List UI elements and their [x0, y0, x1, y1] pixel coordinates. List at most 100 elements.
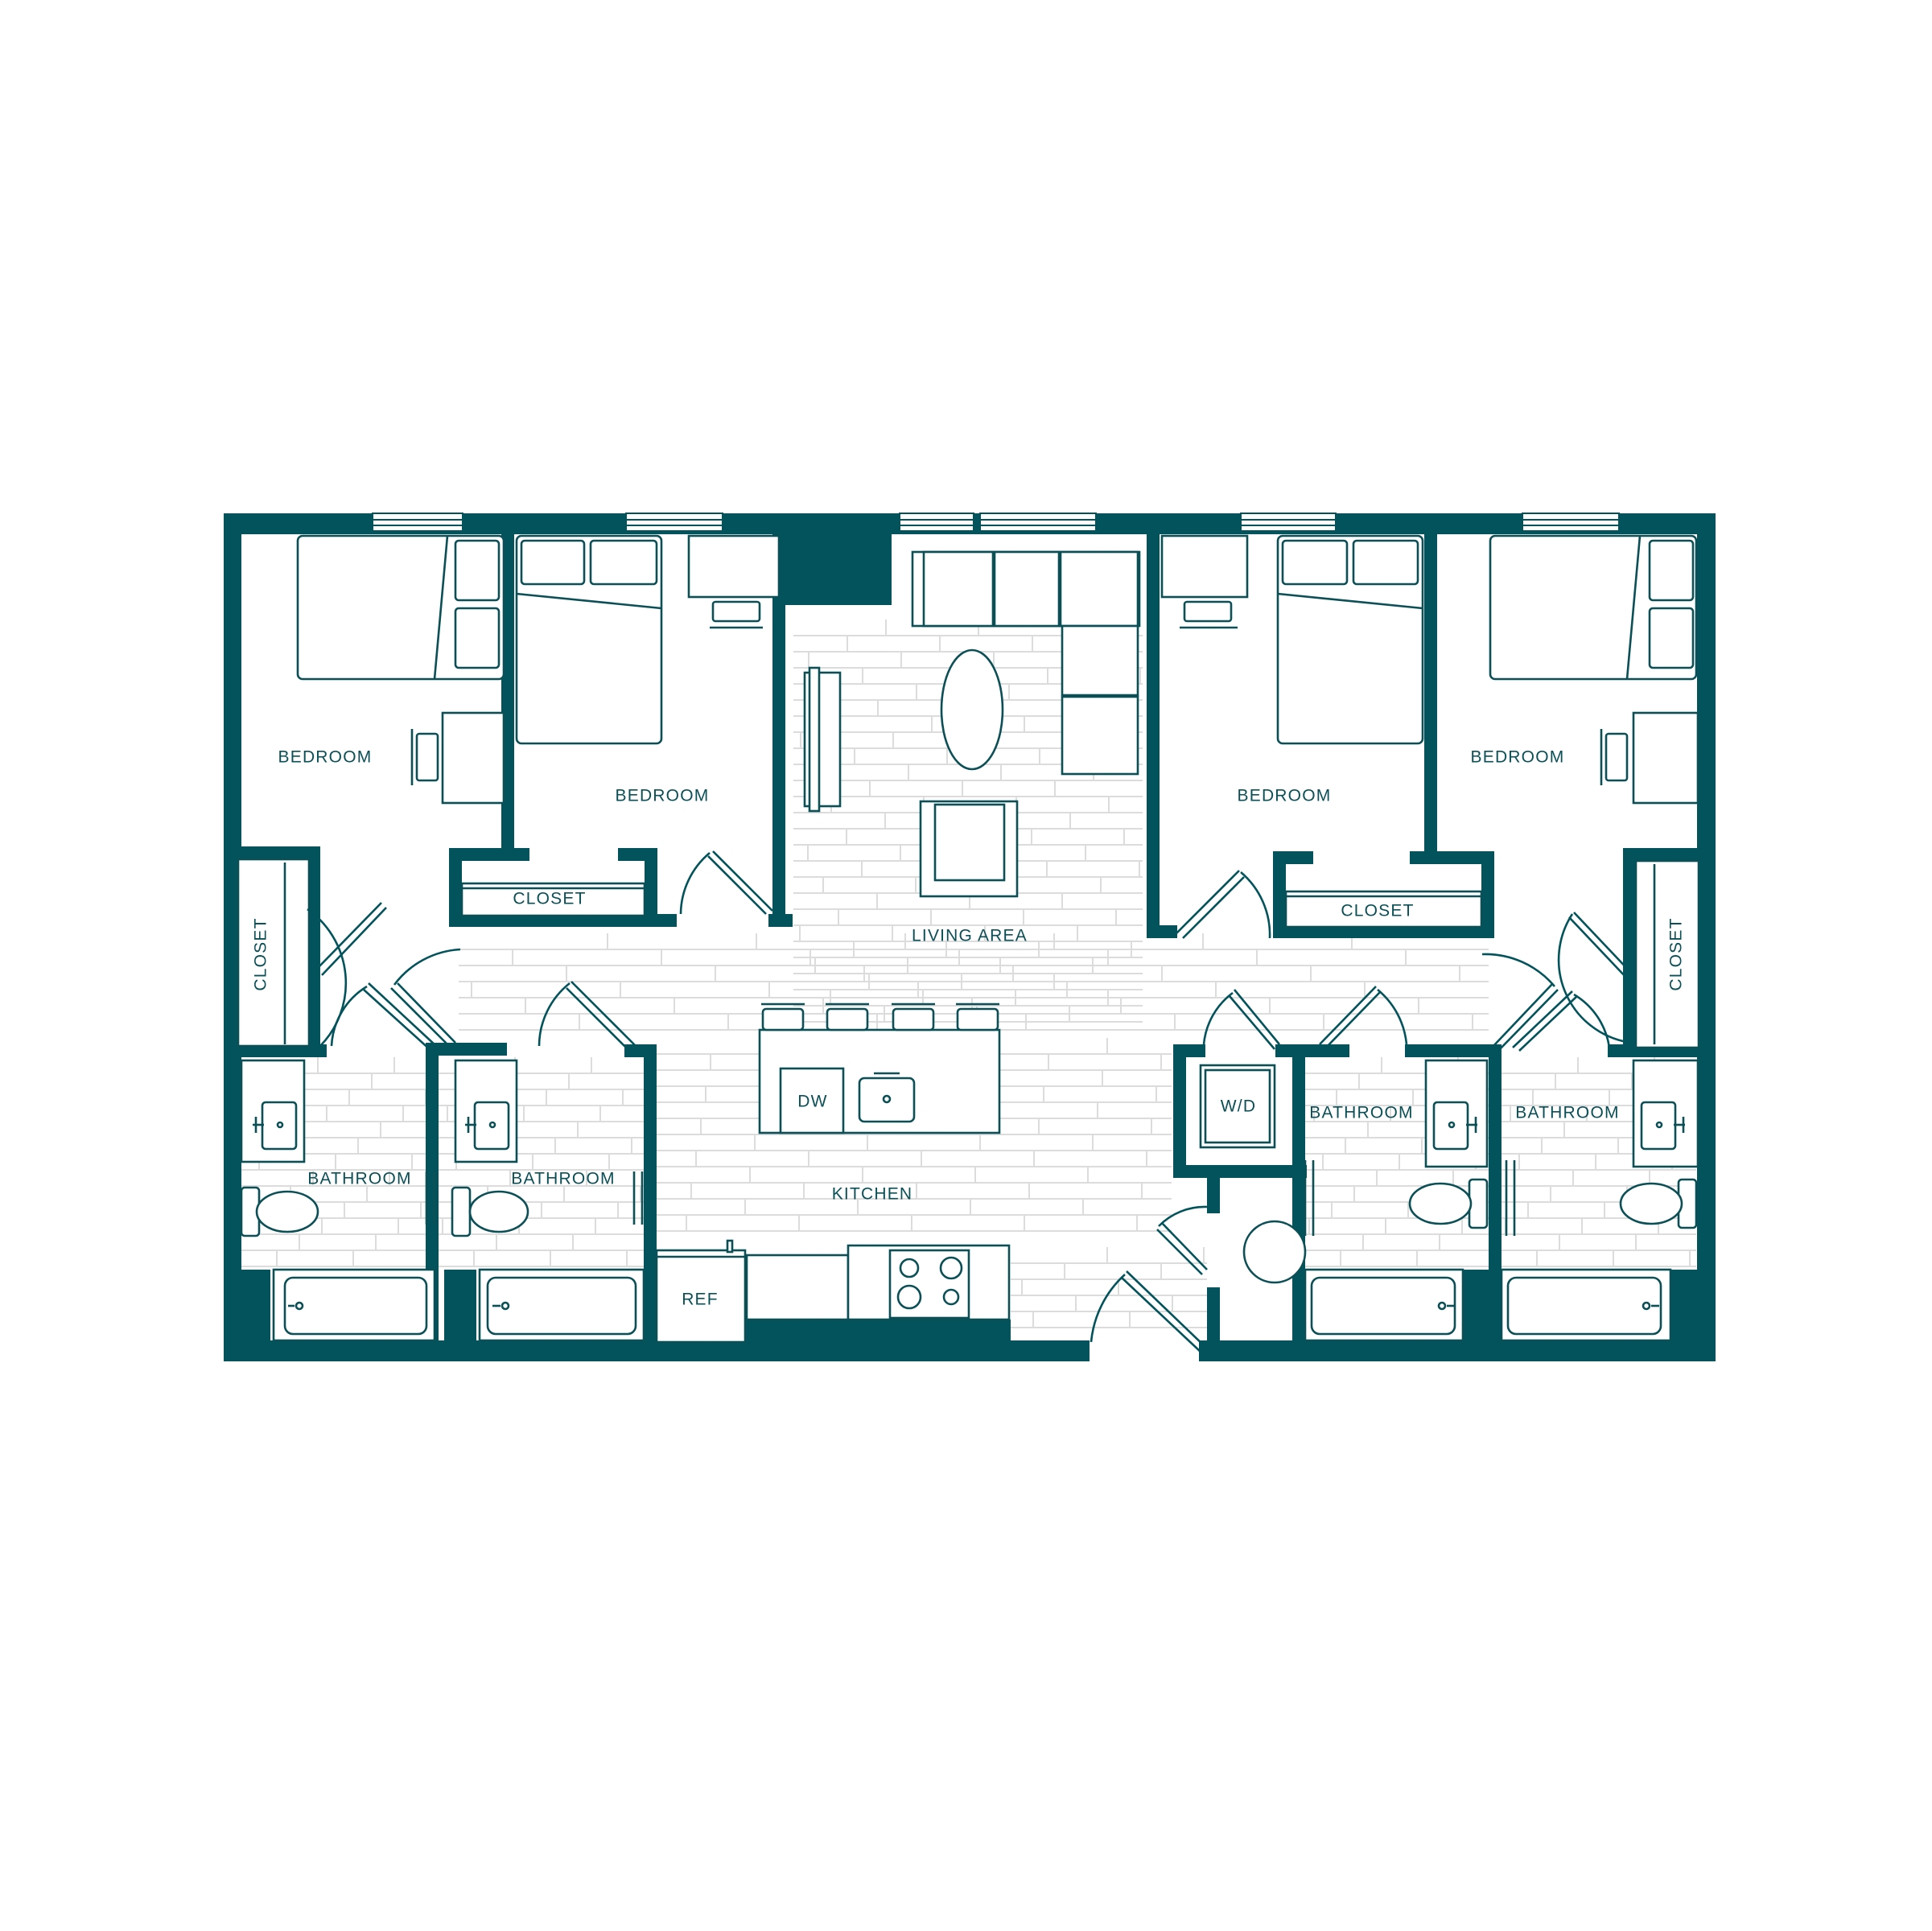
label-living-area: LIVING AREA [912, 927, 1028, 945]
desk-icon [1600, 711, 1699, 805]
label-bedroom-1: BEDROOM [278, 748, 373, 767]
label-closet-2: CLOSET [513, 890, 586, 908]
wall-bed1-bottom [238, 846, 320, 859]
door-swing-icon [1156, 1205, 1208, 1275]
toilet-icon [1619, 1178, 1698, 1229]
bed-icon [515, 534, 663, 745]
door-swing-icon [1176, 870, 1271, 939]
room-labels: BEDROOM BEDROOM BEDROOM BEDROOM CLOSET C… [252, 748, 1686, 1309]
sofa-icon [911, 550, 1141, 776]
label-bedroom-4: BEDROOM [1471, 748, 1565, 767]
label-closet-3: CLOSET [1341, 902, 1414, 920]
towel-bar-icon [1505, 1160, 1516, 1236]
toilet-icon [240, 1186, 319, 1237]
towel-bar-icon [425, 1171, 436, 1225]
label-dishwasher: DW [797, 1093, 827, 1111]
wall-closet2-bottom [449, 914, 677, 927]
desk-icon [687, 534, 781, 629]
dishwasher-icon [779, 1067, 845, 1134]
wall-closet1-right [307, 846, 320, 1046]
desk-icon [1160, 534, 1249, 629]
label-bathroom-3: BATHROOM [1309, 1104, 1413, 1122]
door-swing-icon [1202, 989, 1281, 1050]
wall-bed3-bottom [1147, 925, 1177, 938]
wall-laundry-top [1173, 1044, 1205, 1057]
water-heater-icon [1242, 1220, 1307, 1284]
wall-closet2-top [449, 848, 529, 861]
vanity-sink-icon [1632, 1059, 1699, 1168]
wall-bath1-top [238, 1044, 327, 1057]
towel-bar-icon [1304, 1160, 1315, 1236]
window [899, 513, 974, 532]
bathtub-icon [272, 1268, 436, 1342]
closet-rod-icon [237, 858, 311, 1048]
wall-laundry-left [1173, 1044, 1186, 1177]
furniture [237, 534, 1700, 1344]
window [372, 513, 463, 532]
door-swing-icon [1557, 912, 1633, 1044]
wall-closet2-right [645, 848, 657, 927]
label-bathroom-4: BATHROOM [1515, 1104, 1619, 1122]
door-swing-icon [390, 948, 461, 1047]
coffee-table-icon [940, 648, 1004, 771]
wall-kitchen-base [745, 1320, 1011, 1344]
towel-bar-icon [632, 1171, 644, 1225]
washer-dryer-icon [1199, 1064, 1276, 1149]
bathtub-icon [1500, 1268, 1672, 1342]
vanity-sink-icon [454, 1059, 518, 1163]
doors [307, 850, 1633, 1354]
entry-door-icon [1090, 1270, 1208, 1354]
wall-bath2-top [435, 1043, 507, 1056]
label-closet-4: CLOSET [1667, 917, 1686, 990]
wall-laundry-right [1292, 1044, 1305, 1361]
wall-tub2-left [444, 1270, 476, 1342]
label-bathroom-1: BATHROOM [307, 1170, 411, 1188]
bathtub-icon [478, 1268, 645, 1342]
wall-closet3-bottom [1273, 925, 1494, 938]
wall-bed2-right [772, 531, 785, 927]
toilet-icon [1408, 1178, 1489, 1229]
bed-icon [296, 534, 505, 681]
window [625, 513, 723, 532]
wall-bath3-right [1489, 1044, 1502, 1361]
toilet-icon [451, 1186, 529, 1237]
wall-tub1-left [238, 1270, 270, 1342]
wall-right [1697, 513, 1716, 1361]
wall-laundry-topb [1275, 1044, 1349, 1057]
wall-closet4-left [1623, 848, 1636, 1048]
label-bedroom-2: BEDROOM [616, 787, 710, 805]
wall-bath2-right [644, 1044, 657, 1360]
closet-rod-icon [1284, 890, 1483, 928]
label-bathroom-2: BATHROOM [511, 1170, 615, 1188]
wall-closet4-top [1623, 848, 1700, 861]
door-swing-icon [1512, 990, 1611, 1052]
label-washer-dryer: W/D [1221, 1097, 1256, 1116]
label-bedroom-3: BEDROOM [1238, 787, 1332, 805]
kitchen-island-icon [758, 1003, 1001, 1134]
window [1240, 513, 1337, 532]
wall-closet3-left [1273, 851, 1286, 938]
desk-icon [410, 711, 505, 805]
label-refrigerator: REF [682, 1291, 719, 1309]
walls [224, 513, 1716, 1361]
wall-bath3-top [1405, 1044, 1502, 1057]
bed-icon [1276, 534, 1424, 745]
window [1522, 513, 1620, 532]
vanity-sink-icon [240, 1059, 306, 1163]
wall-entry-left [1207, 1165, 1220, 1213]
windows [372, 513, 1620, 532]
wall-bed2-bottomb [768, 914, 793, 927]
wall-bed4-left [1424, 531, 1437, 861]
wall-entry-leftb [1207, 1287, 1220, 1361]
door-swing-icon [1481, 953, 1559, 1052]
wall-laundry-bottom [1173, 1165, 1307, 1178]
door-swing-icon [538, 981, 636, 1052]
door-swing-icon [1319, 986, 1408, 1048]
wall-closet3-right [1481, 851, 1494, 938]
door-swing-icon [330, 982, 437, 1052]
wall-tub4-right [1670, 1270, 1701, 1342]
vanity-sink-icon [1424, 1059, 1489, 1168]
label-kitchen: KITCHEN [832, 1185, 913, 1204]
closet-rod-icon [1634, 859, 1700, 1049]
